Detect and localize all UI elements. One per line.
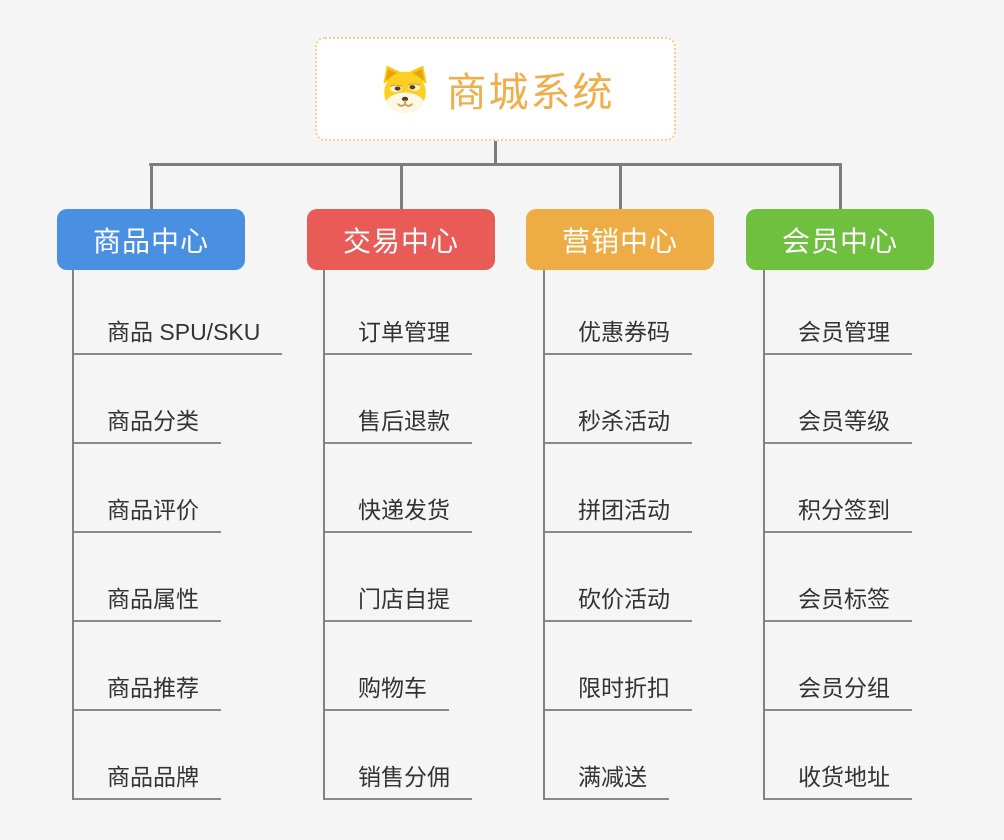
branch-label: 营销中心 — [561, 225, 678, 257]
leaf-label: 秒杀活动 — [545, 402, 692, 444]
leaf-item[interactable]: 商品推荐 — [74, 622, 282, 711]
leaf-label: 商品品牌 — [74, 758, 221, 800]
leaf-item[interactable]: 门店自提 — [325, 533, 472, 622]
leaf-label: 商品评价 — [74, 491, 221, 533]
leaf-item[interactable]: 限时折扣 — [545, 622, 692, 711]
leaf-column-member-center: 会员管理会员等级积分签到会员标签会员分组收货地址 — [763, 266, 912, 800]
leaf-label: 订单管理 — [325, 313, 472, 355]
leaf-label: 会员标签 — [765, 580, 912, 622]
leaf-label: 会员等级 — [765, 402, 912, 444]
leaf-label: 满减送 — [545, 758, 669, 800]
leaf-label: 砍价活动 — [545, 580, 692, 622]
leaf-item[interactable]: 积分签到 — [765, 444, 912, 533]
leaf-item[interactable]: 商品分类 — [74, 355, 282, 444]
leaf-label: 优惠券码 — [545, 313, 692, 355]
branch-node-member-center[interactable]: 会员中心 — [746, 209, 934, 270]
leaf-item[interactable]: 会员管理 — [765, 266, 912, 355]
leaf-label: 收货地址 — [765, 758, 912, 800]
branch-node-product-center[interactable]: 商品中心 — [57, 209, 245, 270]
leaf-column-trade-center: 订单管理售后退款快递发货门店自提购物车销售分佣 — [323, 266, 472, 800]
leaf-item[interactable]: 满减送 — [545, 711, 692, 800]
branch-node-marketing-center[interactable]: 营销中心 — [526, 209, 714, 270]
leaf-label: 购物车 — [325, 669, 449, 711]
leaf-label: 售后退款 — [325, 402, 472, 444]
leaf-label: 商品分类 — [74, 402, 221, 444]
connector-drop-product-center — [149, 163, 153, 210]
leaf-label: 限时折扣 — [545, 669, 692, 711]
leaf-column-marketing-center: 优惠券码秒杀活动拼团活动砍价活动限时折扣满减送 — [543, 266, 692, 800]
leaf-label: 会员管理 — [765, 313, 912, 355]
connector-drop-marketing-center — [618, 163, 622, 210]
leaf-item[interactable]: 售后退款 — [325, 355, 472, 444]
leaf-label: 商品 SPU/SKU — [74, 313, 283, 355]
leaf-item[interactable]: 购物车 — [325, 622, 472, 711]
leaf-item[interactable]: 商品品牌 — [74, 711, 282, 800]
leaf-item[interactable]: 收货地址 — [765, 711, 912, 800]
connector-drop-trade-center — [399, 163, 403, 210]
branch-label: 商品中心 — [92, 225, 209, 257]
leaf-item[interactable]: 砍价活动 — [545, 533, 692, 622]
branch-node-trade-center[interactable]: 交易中心 — [307, 209, 495, 270]
leaf-label: 快递发货 — [325, 491, 472, 533]
leaf-item[interactable]: 会员等级 — [765, 355, 912, 444]
leaf-label: 商品推荐 — [74, 669, 221, 711]
leaf-item[interactable]: 快递发货 — [325, 444, 472, 533]
leaf-item[interactable]: 会员分组 — [765, 622, 912, 711]
leaf-item[interactable]: 商品 SPU/SKU — [74, 266, 283, 355]
leaf-label: 门店自提 — [325, 580, 472, 622]
leaf-label: 积分签到 — [765, 491, 912, 533]
branch-label: 交易中心 — [342, 225, 459, 257]
leaf-item[interactable]: 订单管理 — [325, 266, 472, 355]
root-node-mall-system[interactable]: 商城系统 — [315, 37, 676, 141]
leaf-item[interactable]: 会员标签 — [765, 533, 912, 622]
leaf-label: 销售分佣 — [325, 758, 472, 800]
root-title: 商城系统 — [446, 71, 615, 115]
leaf-label: 会员分组 — [765, 669, 912, 711]
leaf-label: 商品属性 — [74, 580, 221, 622]
connector-horizontal-line — [149, 163, 842, 166]
leaf-label: 拼团活动 — [545, 491, 692, 533]
connector-root-stub — [494, 141, 497, 165]
leaf-item[interactable]: 商品属性 — [74, 533, 282, 622]
leaf-item[interactable]: 秒杀活动 — [545, 355, 692, 444]
branch-label: 会员中心 — [781, 225, 898, 257]
leaf-item[interactable]: 销售分佣 — [325, 711, 472, 800]
leaf-item[interactable]: 优惠券码 — [545, 266, 692, 355]
leaf-item[interactable]: 商品评价 — [74, 444, 282, 533]
connector-drop-member-center — [838, 163, 842, 210]
shiba-dog-icon — [377, 63, 433, 115]
leaf-item[interactable]: 拼团活动 — [545, 444, 692, 533]
leaf-column-product-center: 商品 SPU/SKU 商品分类商品评价商品属性商品推荐商品品牌 — [72, 266, 283, 800]
